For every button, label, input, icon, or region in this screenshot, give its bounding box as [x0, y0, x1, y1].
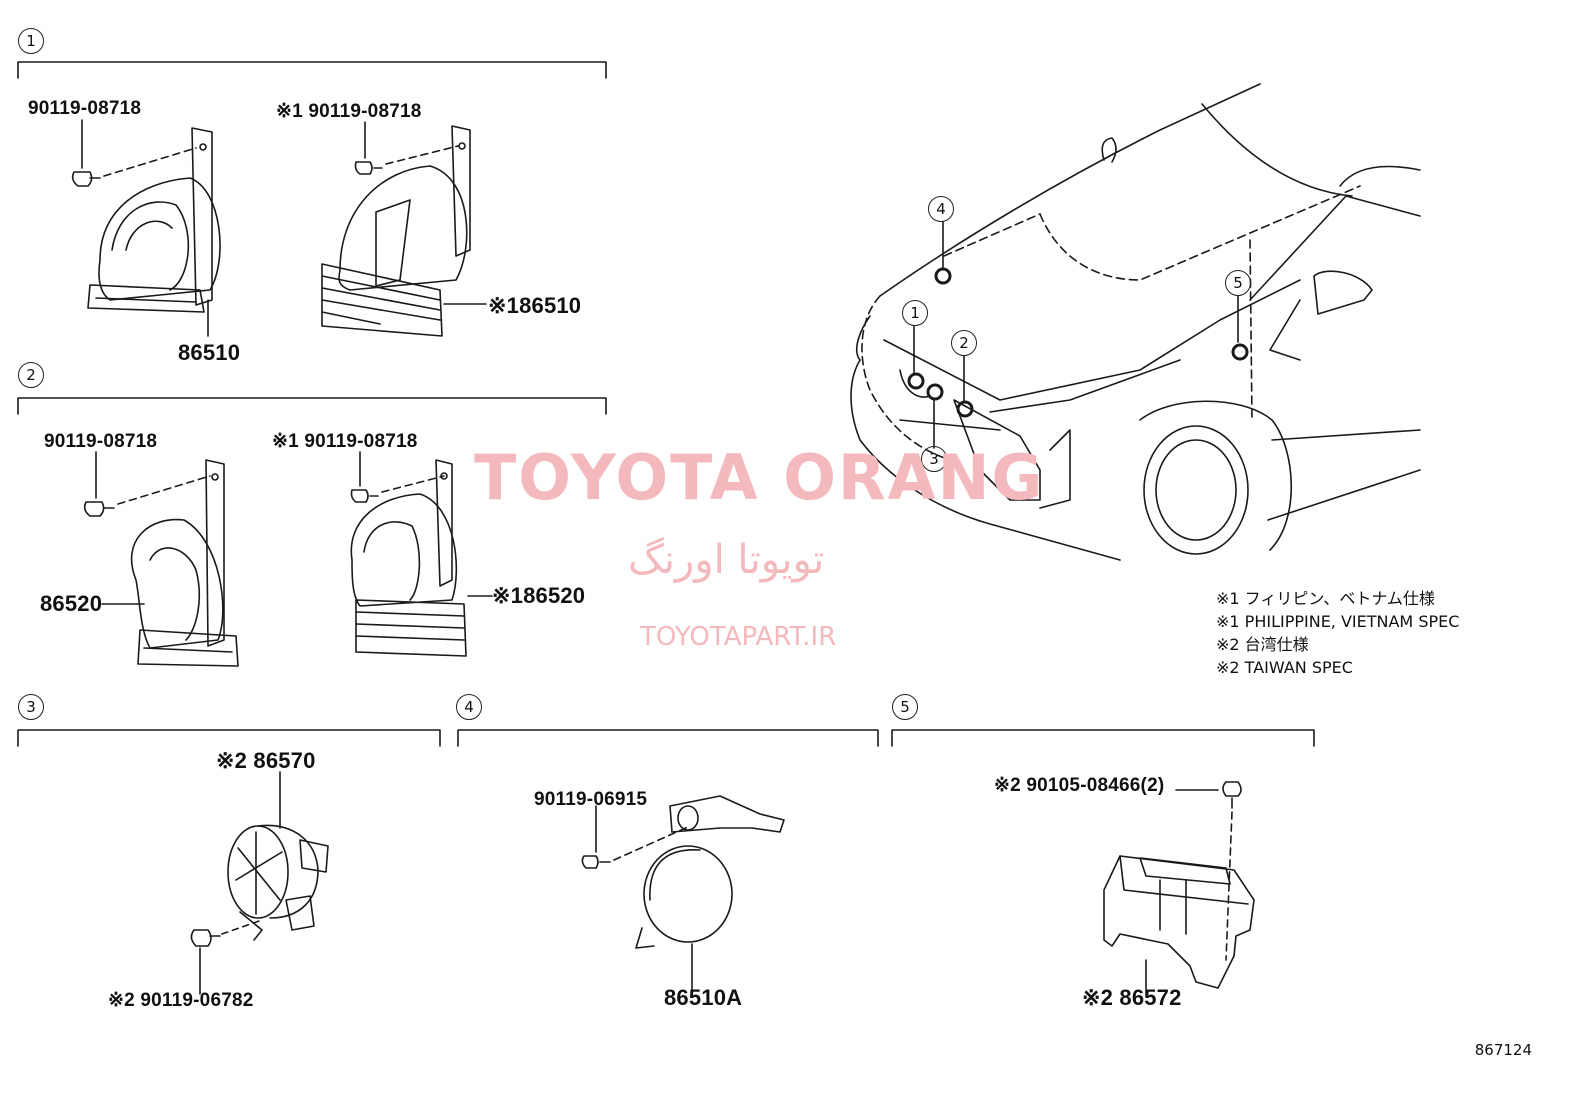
group-2-bracket	[17, 397, 607, 415]
label-g1-bolt[interactable]: 90119-08718	[28, 98, 142, 119]
label-g4-bolt[interactable]: 90119-06915	[534, 789, 648, 810]
note-s2-jp: ※2 台湾仕様	[1216, 635, 1309, 654]
car-marker-3: 3	[921, 446, 947, 472]
label-g1-horn[interactable]: 86510	[178, 340, 241, 365]
part-86570-drawing	[190, 771, 329, 995]
car-front-outline	[850, 83, 1421, 561]
group-number-3: 3	[18, 694, 44, 720]
note-s1-en: ※1 PHILIPPINE, VIETNAM SPEC	[1216, 612, 1460, 631]
diagram-code: 867124	[1474, 1041, 1532, 1059]
marker-dot-2	[956, 400, 974, 418]
marker-dot-3	[926, 383, 944, 401]
car-marker-5: 5	[1225, 270, 1251, 296]
group-number-5: 5	[892, 694, 918, 720]
car-marker-1: 1	[902, 300, 928, 326]
part-86572-drawing	[1103, 781, 1255, 997]
note-s1-jp: ※1 フィリピン、ベトナム仕様	[1216, 589, 1435, 608]
label-g2-horn[interactable]: 86520	[40, 591, 103, 616]
group-3-bracket	[17, 729, 441, 747]
label-g1-horn-s1[interactable]: ※186510	[488, 293, 582, 318]
group-number-4: 4	[456, 694, 482, 720]
horn-86520-drawing	[83, 451, 239, 667]
watermark-url: TOYOTAPART.IR	[640, 622, 837, 652]
note-s2-en: ※2 TAIWAN SPEC	[1216, 658, 1353, 677]
watermark-brand: TOYOTA ORANG	[474, 441, 1045, 514]
label-g3-part[interactable]: ※2 86570	[216, 748, 316, 773]
car-marker-4: 4	[928, 196, 954, 222]
horn-86510-drawing	[71, 119, 221, 337]
label-g3-bolt[interactable]: ※2 90119-06782	[108, 990, 254, 1011]
label-g1-bolt-s1[interactable]: ※1 90119-08718	[276, 101, 422, 122]
group-4-bracket	[457, 729, 879, 747]
label-g5-part[interactable]: ※2 86572	[1082, 985, 1182, 1010]
part-86510A-drawing	[581, 795, 785, 991]
label-g5-bolt[interactable]: ※2 90105-08466(2)	[994, 775, 1165, 796]
label-g2-bolt-s1[interactable]: ※1 90119-08718	[272, 431, 418, 452]
group-5-bracket	[891, 729, 1315, 747]
marker-dot-1	[907, 372, 925, 390]
car-marker-dots	[907, 267, 1249, 418]
marker-dot-4	[934, 267, 952, 285]
label-g2-bolt[interactable]: 90119-08718	[44, 431, 158, 452]
car-marker-leaders	[913, 221, 1239, 449]
car-marker-2: 2	[951, 330, 977, 356]
label-g2-horn-s1[interactable]: ※186520	[492, 583, 586, 608]
horn-86510-s1-drawing	[321, 121, 487, 337]
group-number-2: 2	[18, 362, 44, 388]
label-g4-part[interactable]: 86510A	[664, 985, 743, 1010]
marker-dot-5	[1231, 343, 1249, 361]
group-number-1: 1	[18, 28, 44, 54]
horn-86520-s1-drawing	[350, 451, 493, 657]
group-1-bracket	[17, 61, 607, 79]
watermark-brand-fa: تویوتا اورنگ	[628, 537, 825, 583]
